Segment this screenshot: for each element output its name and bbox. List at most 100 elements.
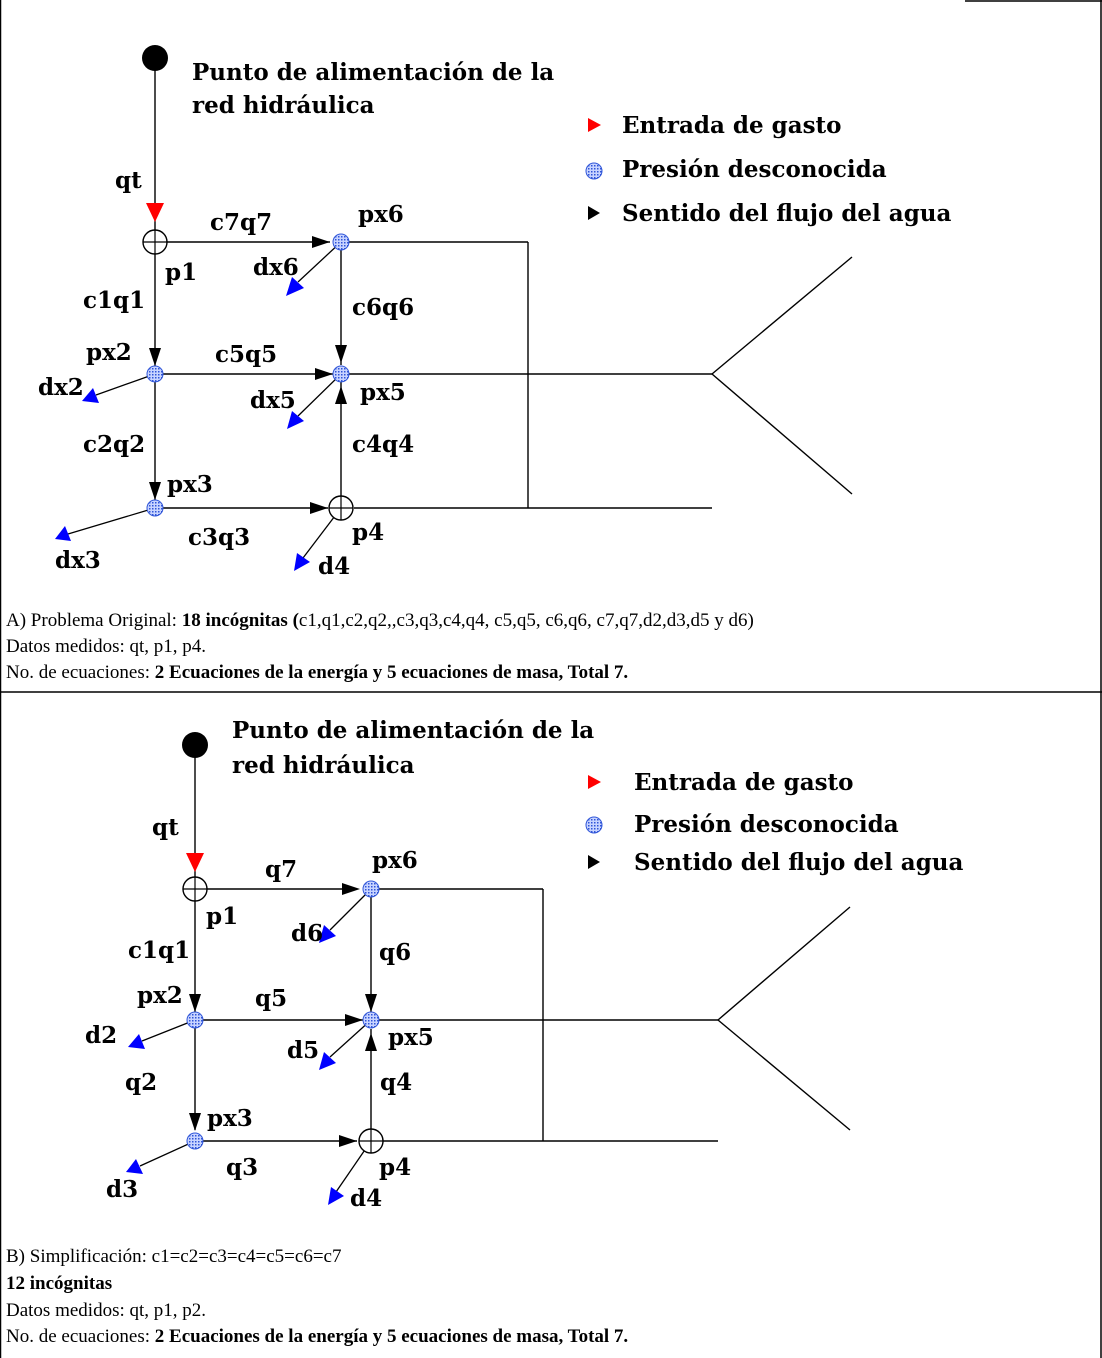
- label-b-px3: px3: [207, 1105, 253, 1132]
- caption-b-line2: 12 incógnitas: [6, 1273, 112, 1295]
- flow-arrow-b-q5: [345, 1014, 363, 1026]
- label-b-d3: d3: [106, 1176, 138, 1203]
- flow-arrow-c5: [315, 368, 333, 380]
- demand-arrow-dx5: [287, 411, 304, 429]
- feed-point-label-b-line2: red hidráulica: [232, 752, 415, 779]
- flow-arrow-c2: [149, 482, 161, 500]
- label-p1: p1: [165, 259, 197, 286]
- label-b-p1: p1: [206, 903, 238, 930]
- inflow-arrow: [146, 203, 164, 222]
- legend-b-inflow-label: Entrada de gasto: [634, 769, 854, 796]
- feed-point-node: [142, 45, 168, 71]
- caption-a-line1: A) Problema Original: 18 incógnitas (c1,…: [6, 610, 754, 632]
- node-b-px3: [186, 1132, 204, 1150]
- feed-point-label-line1: Punto de alimentación de la: [192, 59, 554, 86]
- legend-b-unknown-icon: [585, 816, 603, 834]
- caption-a-unknowns: 18 incógnitas (: [181, 610, 299, 631]
- node-b-p1: [182, 876, 208, 902]
- legend-unknown-label: Presión desconocida: [622, 156, 887, 183]
- label-b-px2: px2: [137, 982, 183, 1009]
- label-b-c1q1: c1q1: [128, 937, 190, 964]
- demand-arrow-d5: [319, 1052, 336, 1070]
- label-dx2: dx2: [38, 374, 84, 401]
- caption-a-eq-text: 2 Ecuaciones de la energía y 5 ecuacione…: [154, 662, 629, 683]
- node-px6: [332, 233, 350, 251]
- legend-inflow-icon: [588, 118, 601, 132]
- caption-a-eq-prefix: No. de ecuaciones:: [6, 662, 155, 683]
- label-p4: p4: [352, 519, 384, 546]
- feed-point-node-b: [182, 732, 208, 758]
- demand-arrow-dx6: [286, 277, 304, 296]
- node-p4: [328, 495, 354, 521]
- flow-arrow-c3: [310, 502, 328, 514]
- caption-b-line3: Datos medidos: qt, p1, p2.: [6, 1300, 207, 1321]
- node-b-px5: [362, 1011, 380, 1029]
- flow-arrow-b-q4: [365, 1033, 377, 1051]
- label-b-q6: q6: [379, 939, 411, 966]
- node-px5: [332, 365, 350, 383]
- demand-arrow-d2: [128, 1034, 145, 1049]
- caption-b-unknowns: 12 incógnitas: [6, 1273, 113, 1294]
- label-c3q3: c3q3: [188, 524, 250, 551]
- label-b-q4: q4: [380, 1069, 412, 1096]
- label-b-q3: q3: [226, 1154, 258, 1181]
- label-b-q7: q7: [265, 856, 297, 883]
- legend-flow-icon: [588, 206, 600, 220]
- legend-b-flow-icon: [588, 855, 600, 869]
- label-px3: px3: [167, 471, 213, 498]
- flow-arrow-c7: [312, 236, 330, 248]
- legend-b-inflow-icon: [588, 775, 601, 789]
- legend-b: Entrada de gasto Presión desconocida Sen…: [585, 769, 963, 876]
- demand-arrow-d4: [294, 553, 310, 571]
- caption-b-eq-text: 2 Ecuaciones de la energía y 5 ecuacione…: [154, 1326, 629, 1347]
- flow-arrow-c1: [149, 348, 161, 366]
- legend-a: Entrada de gasto Presión desconocida Sen…: [585, 112, 951, 227]
- label-b-p4: p4: [379, 1154, 411, 1181]
- label-dx6: dx6: [253, 254, 299, 281]
- caption-b-eq-prefix: No. de ecuaciones:: [6, 1326, 155, 1347]
- label-b-d2: d2: [85, 1022, 117, 1049]
- legend-inflow-label: Entrada de gasto: [622, 112, 842, 139]
- node-b-px6: [362, 880, 380, 898]
- label-dx5: dx5: [250, 387, 296, 414]
- demand-arrow-dx3: [55, 526, 71, 541]
- legend-b-flow-label: Sentido del flujo del agua: [634, 849, 963, 876]
- label-d4: d4: [318, 553, 350, 580]
- label-c2q2: c2q2: [83, 431, 145, 458]
- label-b-px6: px6: [372, 847, 418, 874]
- label-c5q5: c5q5: [215, 341, 277, 368]
- label-dx3: dx3: [55, 547, 101, 574]
- label-b-q5: q5: [255, 985, 287, 1012]
- demand-arrow-d4-b: [328, 1187, 344, 1205]
- node-px2: [146, 365, 164, 383]
- label-c1q1: c1q1: [83, 287, 145, 314]
- label-b-d4: d4: [350, 1185, 382, 1212]
- flow-arrow-c6: [335, 345, 347, 363]
- node-b-px2: [186, 1011, 204, 1029]
- legend-flow-label: Sentido del flujo del agua: [622, 200, 951, 227]
- feed-point-label-line2: red hidráulica: [192, 92, 375, 119]
- flow-arrow-c4: [335, 386, 347, 404]
- label-b-px5: px5: [388, 1024, 434, 1051]
- node-p1: [142, 229, 168, 255]
- demand-arrow-d6: [319, 925, 336, 943]
- legend-b-unknown-label: Presión desconocida: [634, 811, 899, 838]
- label-qt: qt: [115, 167, 142, 194]
- caption-a-unknown-list: c1,q1,c2,q2,,c3,q3,c4,q4, c5,q5, c6,q6, …: [298, 610, 754, 631]
- label-c4q4: c4q4: [352, 431, 414, 458]
- label-b-d5: d5: [287, 1037, 319, 1064]
- label-c6q6: c6q6: [352, 294, 414, 321]
- node-b-p4: [358, 1128, 384, 1154]
- label-px6: px6: [358, 201, 404, 228]
- feed-point-label-b-line1: Punto de alimentación de la: [232, 717, 594, 744]
- caption-a-line3: No. de ecuaciones: 2 Ecuaciones de la en…: [6, 662, 628, 684]
- label-px2: px2: [86, 339, 132, 366]
- flow-arrow-b-c1: [189, 994, 201, 1012]
- flow-arrow-b-q3: [339, 1135, 357, 1147]
- label-b-d6: d6: [291, 920, 323, 947]
- caption-a-prefix: A) Problema Original:: [6, 610, 182, 631]
- flow-arrow-b-q7: [342, 883, 360, 895]
- label-b-q2: q2: [125, 1069, 157, 1096]
- label-b-qt: qt: [152, 814, 179, 841]
- flow-arrow-b-q2: [189, 1113, 201, 1131]
